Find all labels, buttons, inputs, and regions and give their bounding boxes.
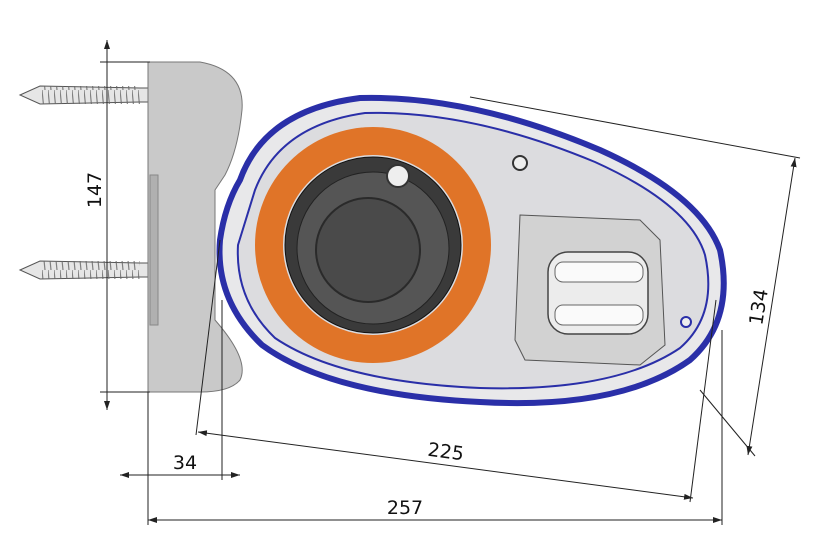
fabric-roll	[255, 127, 491, 363]
dimension-label-134: 134	[745, 287, 772, 326]
screw-top	[18, 85, 149, 105]
bracket-slot	[149, 174, 159, 326]
dimension-label-34: 34	[173, 452, 197, 474]
dimension-label-257: 257	[387, 497, 423, 519]
dimension-line-225	[197, 430, 694, 500]
dimension-label-147: 147	[84, 172, 106, 208]
dimension-label-225: 225	[426, 439, 465, 466]
dimension-line-134	[746, 157, 797, 456]
arm-mechanism	[512, 155, 692, 366]
pulley	[386, 164, 410, 188]
wall-bracket	[147, 61, 243, 393]
screw-bottom	[18, 260, 149, 280]
